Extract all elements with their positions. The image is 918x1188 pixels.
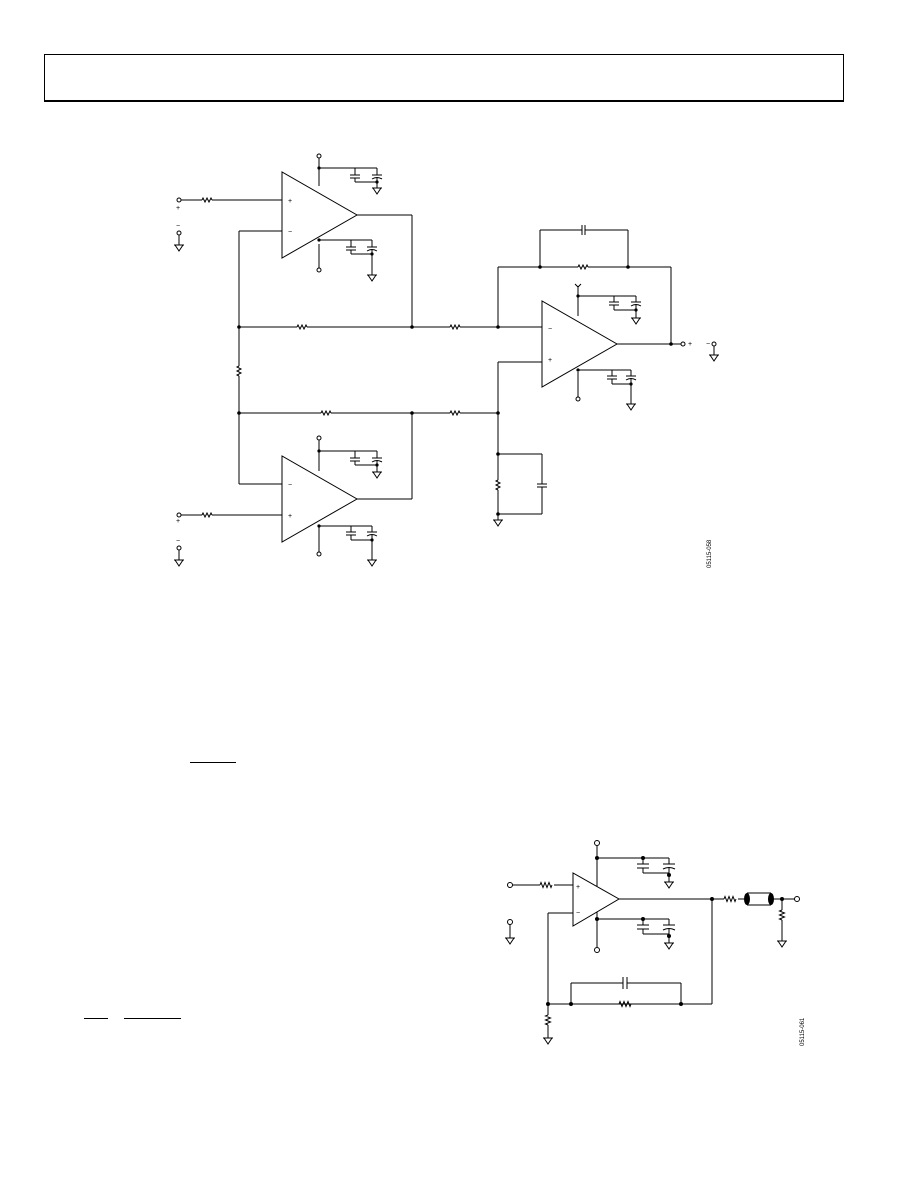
top-op-amp: + − xyxy=(281,171,359,259)
cable-driver-minus-label: − xyxy=(576,910,580,917)
top-input-resistor-icon xyxy=(201,196,213,204)
bottom-op-amp-minus-label: − xyxy=(288,482,292,489)
top-input-ref-terminal-icon xyxy=(176,230,182,236)
output-op-amp-minus-label: − xyxy=(548,326,552,333)
page-header-box xyxy=(44,54,844,102)
resistor-icon xyxy=(296,323,308,331)
bottom-input-terminal-icon xyxy=(176,512,182,518)
cable-driver-output-terminal-icon xyxy=(794,896,800,902)
cable-driver-input-terminal-icon xyxy=(507,882,513,888)
output-op-amp: − + xyxy=(541,300,619,388)
output-plus-label: + xyxy=(688,341,692,348)
output-terminal-icon xyxy=(680,341,686,347)
equation-fraction-bar-right xyxy=(124,1018,181,1019)
bottom-input-minus-label: − xyxy=(176,538,180,545)
output-op-amp-plus-label: + xyxy=(548,357,552,364)
top-op-amp-minus-label: − xyxy=(288,229,292,236)
coax-cable-icon xyxy=(744,892,774,906)
ground-icon xyxy=(173,244,185,252)
equation-fraction-bar-left xyxy=(84,1018,108,1019)
output-minus-label: − xyxy=(706,341,710,348)
figure-code-2: 05115-061 xyxy=(800,1017,806,1046)
cable-driver-op-amp: + − xyxy=(572,872,621,927)
bottom-input-plus-label: + xyxy=(176,518,180,525)
top-input-terminal-icon xyxy=(176,197,182,203)
equation-fraction-bar xyxy=(190,762,236,763)
bottom-op-amp: − + xyxy=(281,455,359,543)
cable-driver-input-resistor-icon xyxy=(539,881,553,889)
cable-driver-plus-label: + xyxy=(576,884,580,891)
top-input-plus-label: + xyxy=(176,205,180,212)
figure-code-1: 05115-058 xyxy=(707,539,713,568)
top-input-minus-label: − xyxy=(176,223,180,230)
bottom-op-amp-plus-label: + xyxy=(288,513,292,520)
top-op-amp-plus-label: + xyxy=(288,198,292,205)
